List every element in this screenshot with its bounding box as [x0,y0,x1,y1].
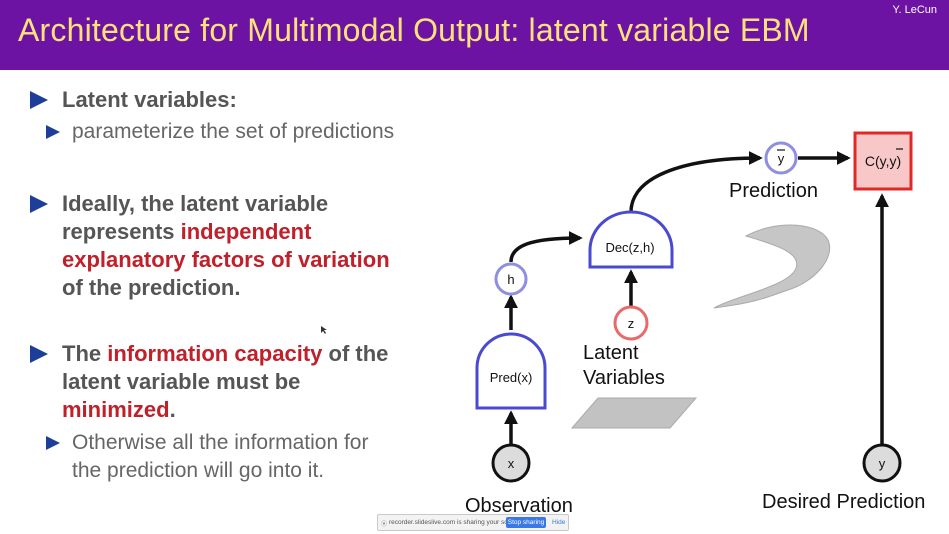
pred-block-label: Pred(x) [490,370,533,385]
bullet-arrow-icon [30,345,48,363]
bullet-information-capacity: The information capacity of the latent v… [62,340,457,424]
bullet-latent-variables: Latent variables: [62,87,237,112]
mouse-cursor-icon [321,326,327,334]
bullet-text: of the prediction. [62,275,241,300]
cost-block-label: C(y,y) [865,153,901,169]
wire-dec-ybar [629,151,763,213]
bullet-text: of the [322,341,389,366]
slide-title: Architecture for Multimodal Output: late… [18,12,810,48]
y-node-label: y [879,456,886,471]
sub-bullet-otherwise: Otherwise all the information for the pr… [72,429,467,485]
latent-plane-shape [570,397,698,429]
highlight-text: independent [180,219,312,244]
sub-bullet-parameterize: parameterize the set of predictions [72,120,395,143]
x-node[interactable] [491,443,531,483]
bullet-text: Ideally, the latent variable [62,191,329,216]
h-node-label: h [507,272,514,287]
h-node[interactable] [494,262,528,296]
cost-block[interactable] [853,131,913,191]
latent-label-line2: Variables [583,367,665,389]
x-node-label: x [508,456,515,471]
bullet-text: the prediction will go into it. [72,459,325,482]
bullet-ideally: Ideally, the latent variable represents … [62,190,457,302]
highlight-text: information capacity [107,341,323,366]
bullet-text: . [169,397,176,422]
prediction-manifold-shape [713,224,831,309]
sub-bullet-arrow-icon [46,125,60,139]
ybar-node[interactable] [764,141,798,175]
dec-block-label: Dec(z,h) [605,240,654,255]
bullet-arrow-icon [30,195,48,213]
observation-label: Observation [465,495,573,517]
pred-block[interactable] [475,332,547,410]
bullet-text: latent variable must be [62,369,301,394]
highlight-text: minimized [62,397,170,422]
stop-sharing-button[interactable]: Stop sharing [506,517,546,528]
z-node[interactable] [613,305,649,341]
prediction-label: Prediction [729,180,818,202]
y-node[interactable] [862,443,902,483]
bullet-arrow-icon [30,91,48,109]
bullet-text: The [62,341,108,366]
title-bar: Architecture for Multimodal Output: late… [0,0,949,70]
dec-block[interactable] [588,210,674,269]
wire-h-dec [509,231,583,263]
bullet-text: Otherwise all the information for [72,431,369,454]
screen-share-bar: ⦿ recorder.slideslive.com is sharing you… [377,514,569,531]
bullet-text: represents [62,219,181,244]
latent-label-line1: Latent [583,342,639,364]
author-label: Y. LeCun [892,4,937,16]
desired-prediction-label: Desired Prediction [762,491,925,513]
highlight-text: explanatory factors of variation [62,247,390,272]
sub-bullet-arrow-icon [46,436,60,450]
z-node-label: z [628,316,635,331]
share-indicator-icon: ⦿ [381,522,388,528]
share-status-text: recorder.slideslive.com is sharing your … [389,519,523,526]
ybar-node-label: y [778,151,785,166]
hide-button[interactable]: Hide [552,519,566,526]
